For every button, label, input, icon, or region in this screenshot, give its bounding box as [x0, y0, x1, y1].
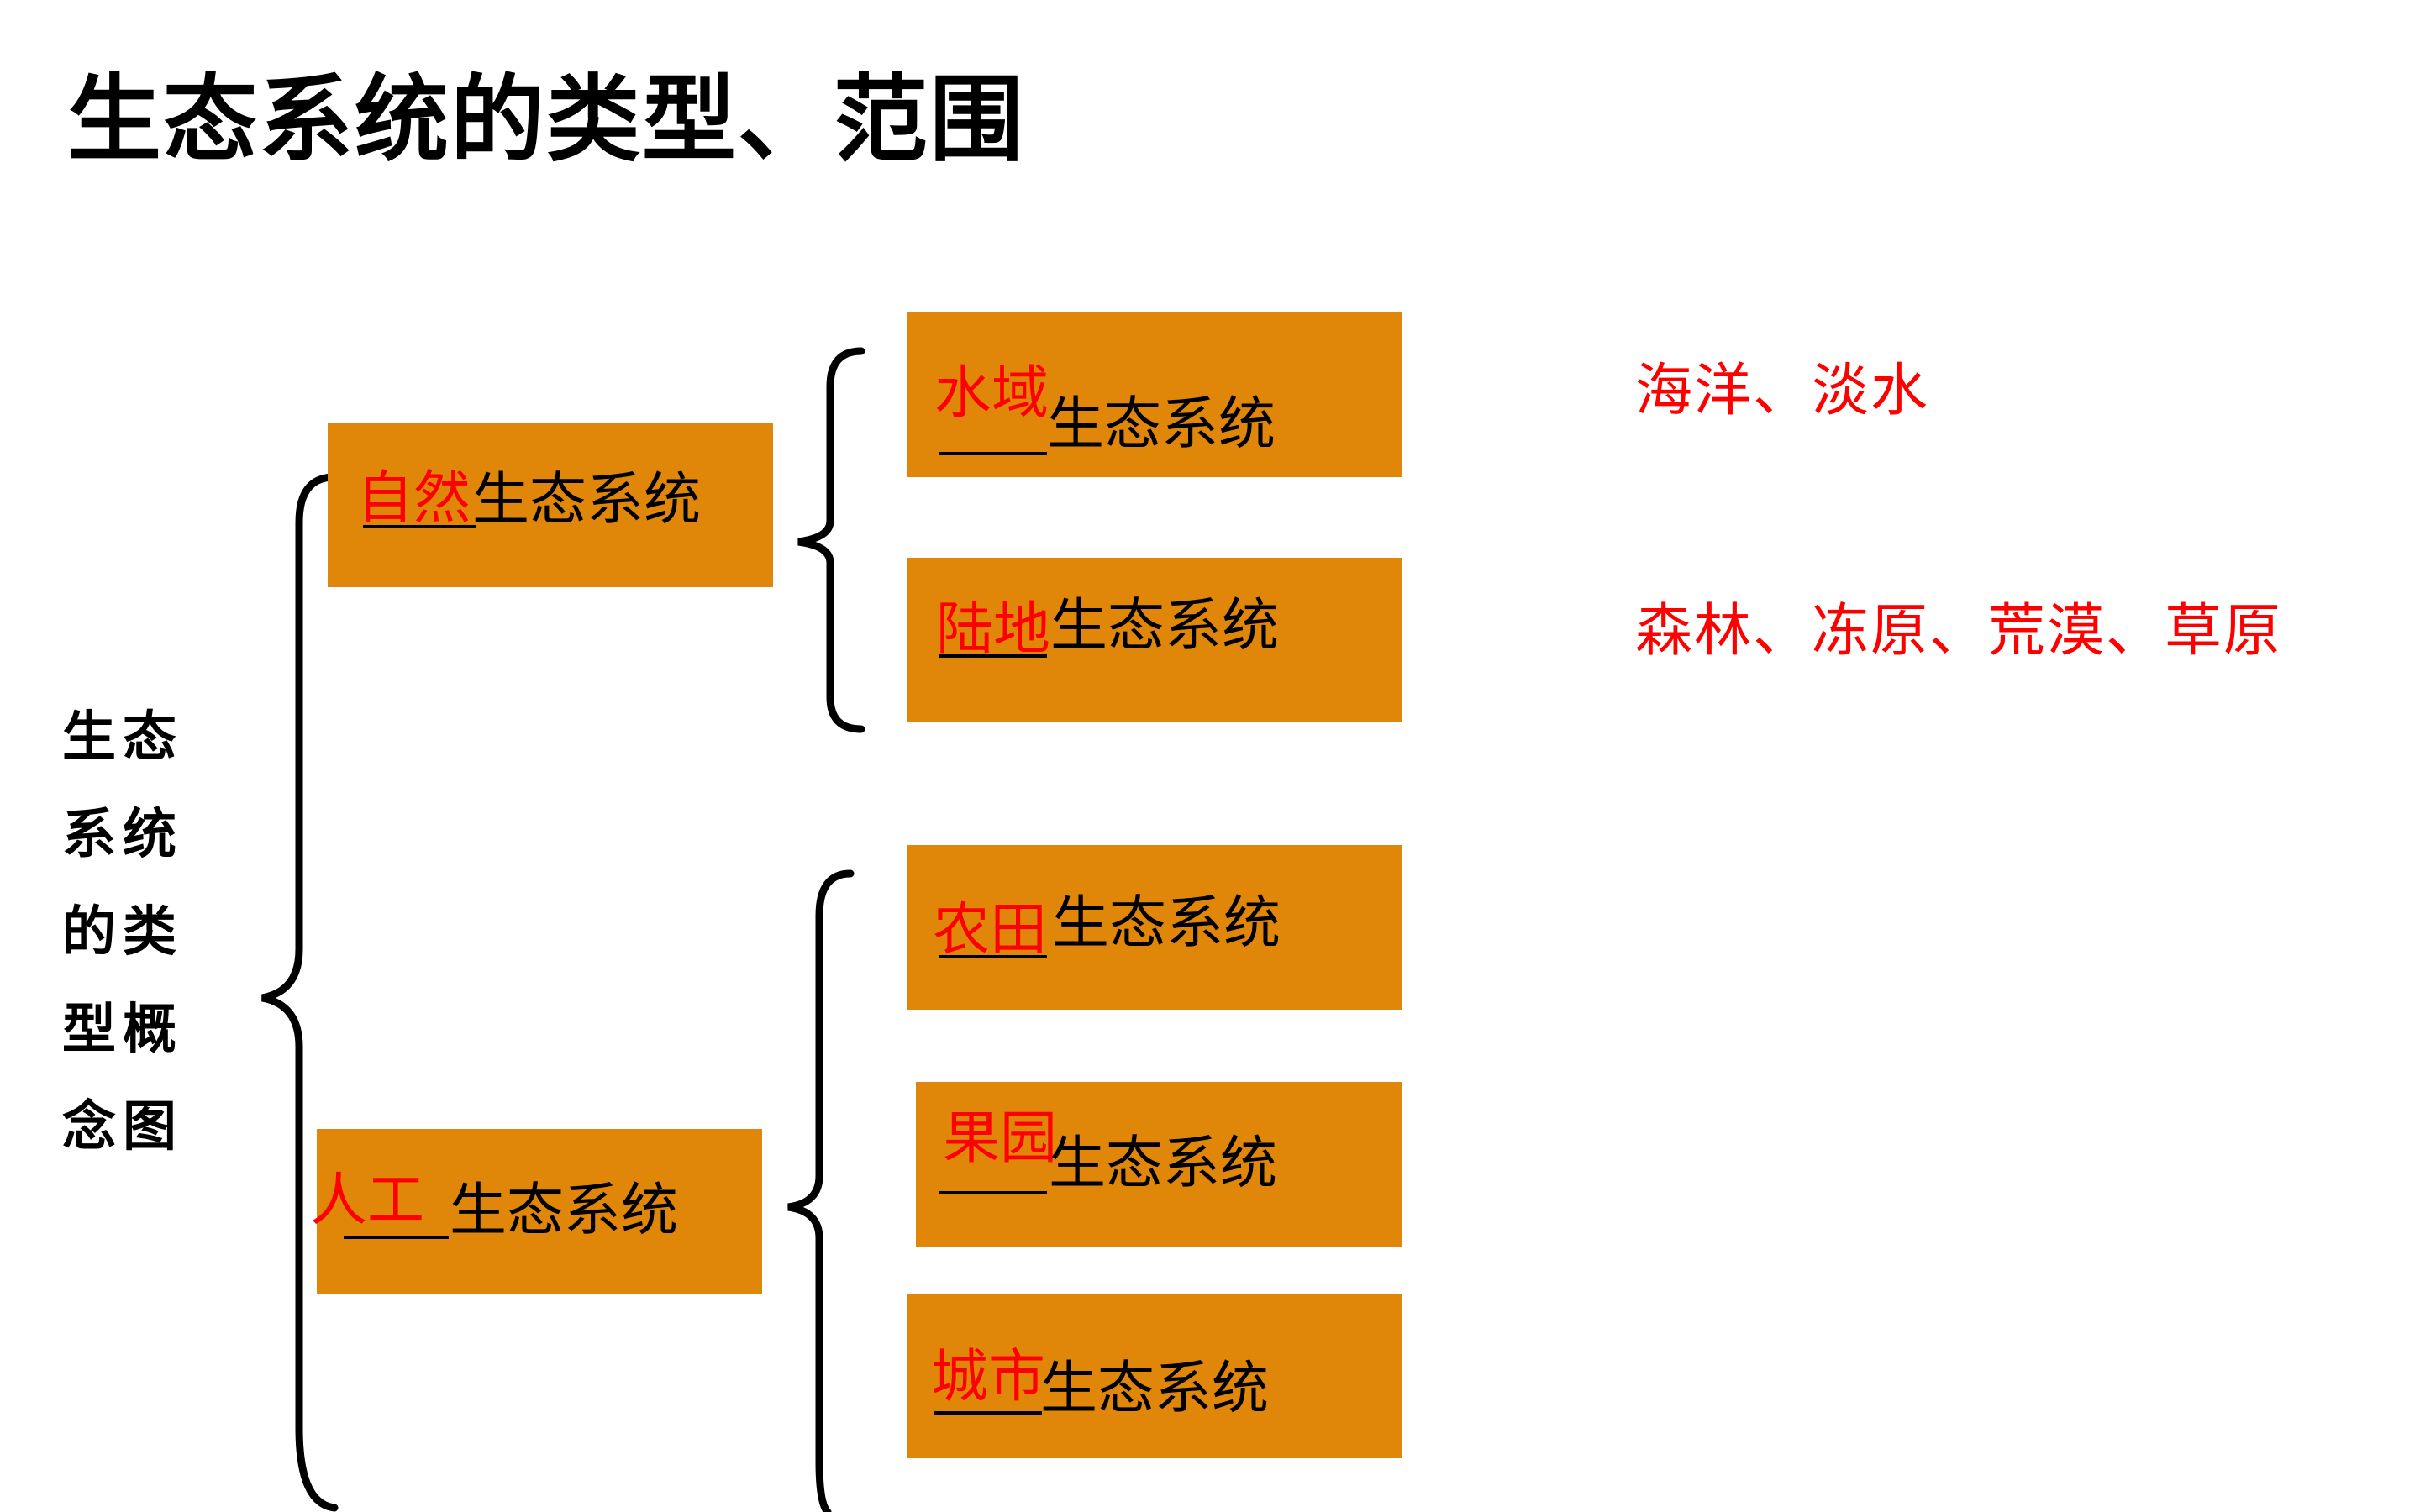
farmland-answer-text: 农田: [933, 897, 1048, 963]
main-brace: [261, 473, 339, 1512]
orchard-answer-text: 果园: [943, 1105, 1058, 1172]
farmland-ecosystem-box: 农田 生态系统: [908, 845, 1402, 1010]
natural-ecosystem-box: 自然 生态系统: [328, 423, 773, 587]
orchard-answer-blank: [939, 1191, 1047, 1194]
natural-brace: [797, 347, 865, 733]
concept-map-label: 生态系统的类型概念图: [62, 706, 183, 1158]
orchard-suffix-label: 生态系统: [1049, 1131, 1278, 1197]
water-answer-text: 水域: [934, 360, 1050, 427]
land-answer-text: 陆地: [936, 596, 1051, 663]
water-ecosystem-box: 水域 生态系统: [908, 312, 1402, 477]
farmland-suffix-label: 生态系统: [1052, 890, 1281, 957]
orchard-ecosystem-box: 果园 生态系统: [916, 1082, 1402, 1247]
natural-suffix-label: 生态系统: [472, 467, 702, 533]
artificial-answer-blank: [344, 1236, 449, 1239]
city-suffix-label: 生态系统: [1040, 1356, 1270, 1422]
water-examples: 海洋、淡水: [1635, 358, 1930, 424]
page-title: 生态系统的类型、范围: [67, 66, 1025, 175]
land-answer-blank: [939, 654, 1047, 658]
city-ecosystem-box: 城市 生态系统: [908, 1294, 1402, 1458]
artificial-answer-text: 人工: [310, 1168, 425, 1234]
land-ecosystem-box: 陆地 生态系统: [908, 558, 1402, 722]
natural-answer-text: 自然: [356, 465, 471, 532]
land-suffix-label: 生态系统: [1050, 593, 1280, 659]
water-suffix-label: 生态系统: [1047, 391, 1276, 458]
artificial-brace: [787, 869, 855, 1512]
water-answer-blank: [939, 452, 1047, 455]
artificial-suffix-label: 生态系统: [450, 1178, 679, 1244]
farmland-answer-blank: [939, 955, 1047, 958]
artificial-ecosystem-box: 人工 生态系统: [310, 1129, 762, 1294]
natural-answer-blank: [363, 525, 476, 528]
city-answer-text: 城市: [931, 1344, 1046, 1410]
city-answer-blank: [934, 1411, 1042, 1415]
land-examples: 森林、冻原、荒漠、草原: [1635, 598, 2283, 664]
